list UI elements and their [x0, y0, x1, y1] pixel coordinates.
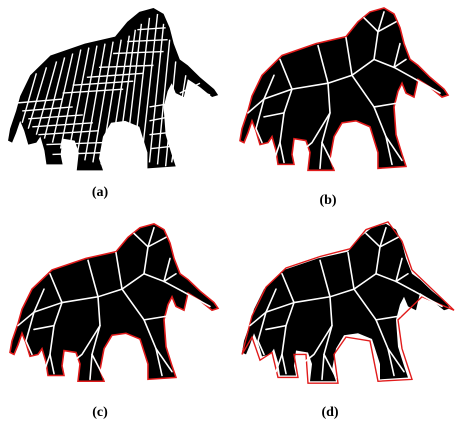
panel-d	[242, 222, 454, 383]
panel-label-c: (c)	[92, 405, 108, 420]
panel-label-b: (b)	[319, 193, 336, 208]
panel-a	[8, 8, 218, 170]
panel-c	[10, 224, 218, 381]
panel-label-d: (d)	[321, 405, 338, 420]
panel-label-a: (a)	[92, 185, 109, 200]
panel-b	[240, 8, 448, 170]
